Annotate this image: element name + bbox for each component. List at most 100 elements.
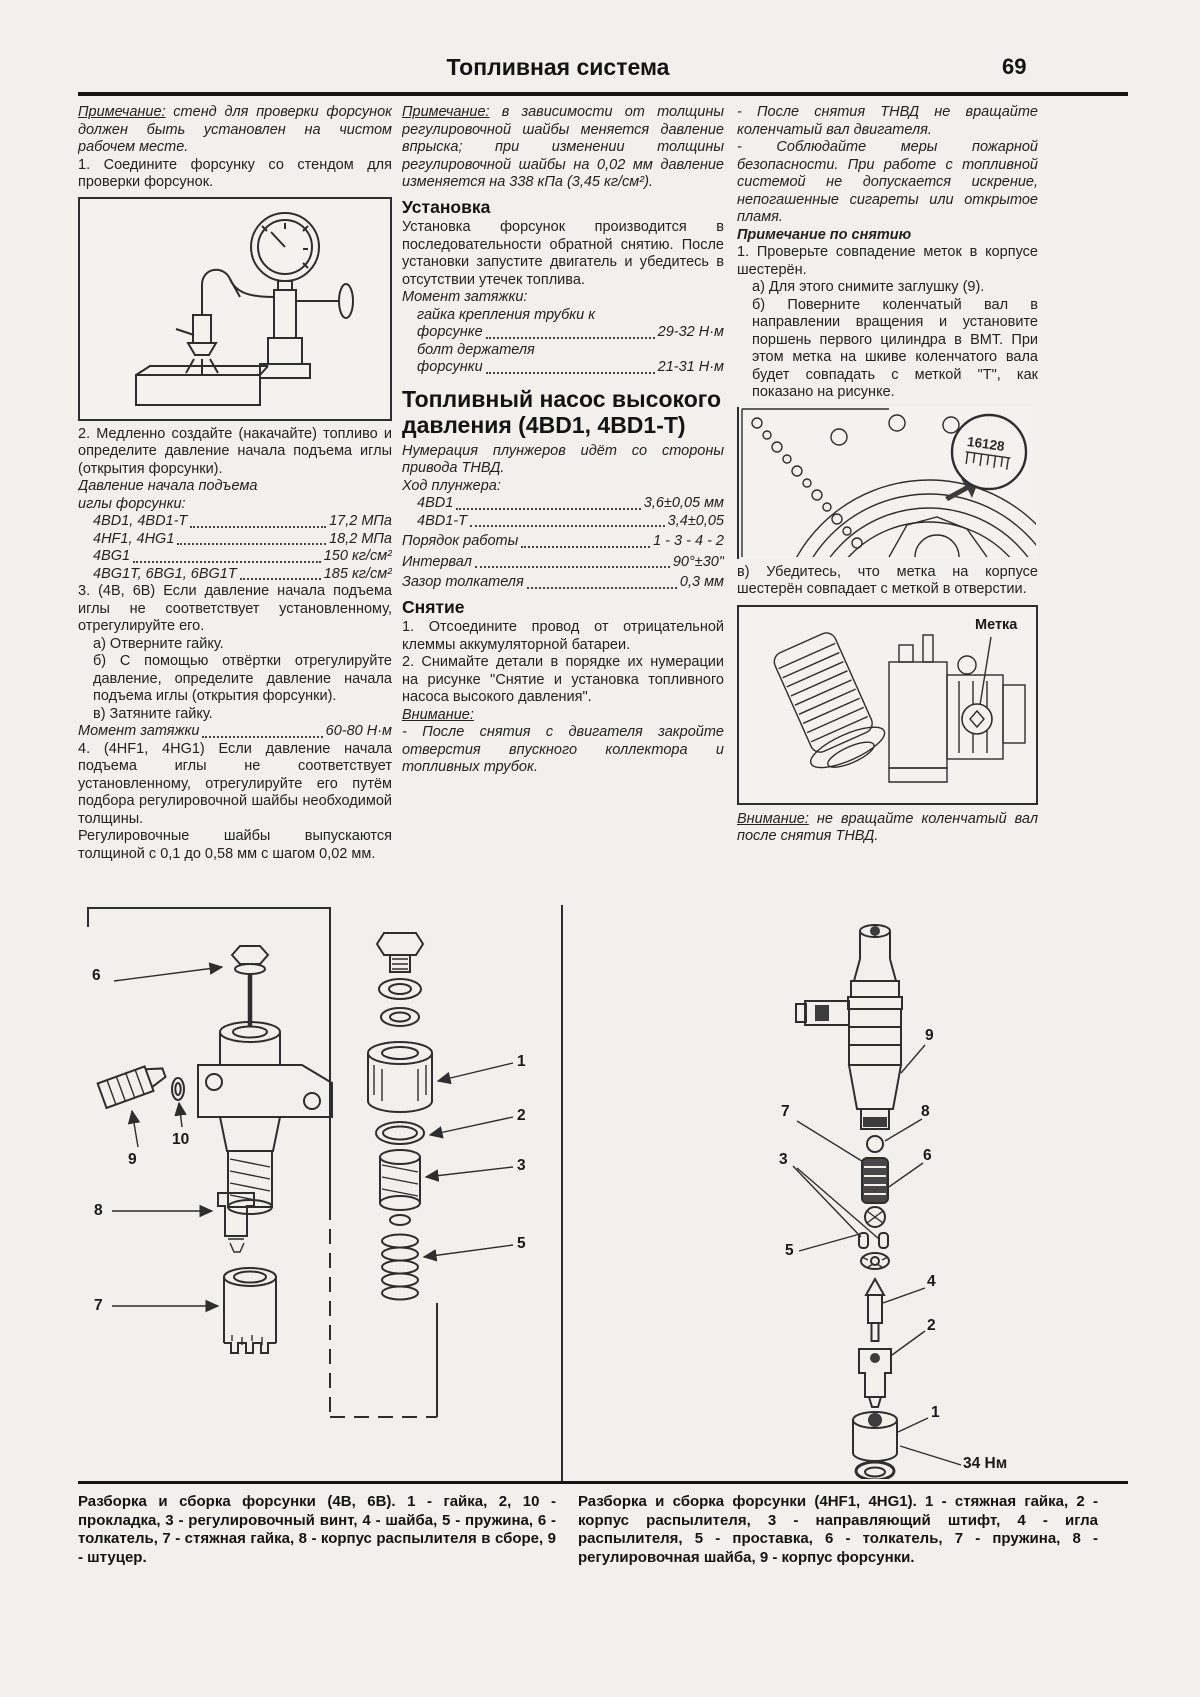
dot-leader — [456, 507, 641, 510]
heading-install: Установка — [402, 196, 491, 217]
heading-removal: Снятие — [402, 596, 465, 617]
dot-leader — [202, 735, 323, 738]
note-text: в зависимости от толщины регулировочной … — [402, 104, 724, 190]
attention-paragraph: Внимание: не вращайте коленчатый вал пос… — [737, 810, 1038, 845]
diagram-divider — [561, 905, 563, 1481]
note-label: Примечание: — [402, 104, 490, 120]
part-label-9: 9 — [128, 1151, 137, 1168]
torque-line-2: болт держателя — [417, 341, 535, 358]
step-3b: б) С помощью отвёртки отрегулируйте давл… — [93, 653, 392, 704]
mark-label: Метка — [975, 617, 1018, 633]
part-label-10: 10 — [172, 1131, 190, 1148]
dot-leader — [177, 543, 327, 545]
right-column: - После снятия ТНВД не вращайте коленчат… — [737, 104, 1038, 905]
exploded-diagram-4b-6b: 6 10 9 8 7 1 2 3 5 — [80, 905, 558, 1479]
step-1: 1. Соедините форсунку со стендом для про… — [78, 156, 392, 191]
figure-injector-tester — [78, 196, 392, 421]
step-3c: в) Затяните гайку. — [93, 705, 213, 722]
removal-note-heading: Примечание по снятию — [737, 226, 912, 243]
note-label: Примечание: — [78, 104, 166, 120]
step-4: 4. (4HF1, 4HG1) Если давление начала под… — [78, 740, 392, 827]
part-label-3: 3 — [779, 1151, 788, 1168]
exploded-4hf1-drawing — [792, 924, 962, 1479]
dot-leader — [474, 566, 670, 568]
substep-a: а) Для этого снимите заглушку (9). — [752, 279, 985, 295]
part-label-5: 5 — [785, 1242, 794, 1259]
warning-1: - После снятия ТНВД не вращайте коленчат… — [737, 104, 1038, 138]
timing-scale-text: 16128 — [966, 433, 1006, 453]
figure-injection-pump: Метка — [737, 604, 1038, 805]
part-label-2: 2 — [517, 1107, 526, 1124]
dot-leader — [469, 525, 665, 527]
removal-step-2: 2. Снимайте детали в порядке их нумераци… — [402, 654, 724, 705]
middle-column: Примечание: в зависимости от толщины рег… — [402, 104, 724, 905]
part-label-7: 7 — [94, 1297, 103, 1314]
substep-b: б) Поверните коленчатый вал в направлени… — [752, 296, 1038, 401]
warning-2: - Соблюдайте меры пожарной безопасности.… — [737, 139, 1038, 225]
caption-4hf1-4hg1: Разборка и сборка форсунки (4HF1, 4HG1).… — [578, 1493, 1098, 1566]
dot-leader — [133, 560, 321, 563]
part-label-4: 4 — [927, 1273, 936, 1290]
caption-4b-6b: Разборка и сборка форсунки (4B, 6B). 1 -… — [78, 1493, 556, 1566]
part-label-6: 6 — [92, 967, 101, 984]
check-marks-step: 1. Проверьте совпадение меток в корпусе … — [737, 244, 1038, 278]
dot-leader — [521, 545, 651, 548]
step-2: 2. Медленно создайте (накачайте) топливо… — [78, 425, 392, 477]
exploded-4b-drawing — [87, 907, 514, 1418]
note-paragraph: Примечание: стенд для проверки форсунок … — [78, 104, 392, 157]
figure-crank-pulley: 16128 — [737, 406, 1038, 559]
step-3: 3. (4B, 6B) Если давление начала подъема… — [78, 583, 392, 634]
part-label-8: 8 — [921, 1103, 930, 1120]
part-label-9: 9 — [925, 1027, 934, 1044]
bottom-rule — [78, 1481, 1128, 1484]
part-label-7: 7 — [781, 1103, 790, 1120]
attention-item: - После снятия с двигателя закройте отве… — [402, 724, 724, 775]
part-label-5: 5 — [517, 1235, 526, 1252]
shims-note: Регулировочные шайбы выпускаются толщино… — [78, 828, 392, 862]
part-label-1: 1 — [517, 1053, 526, 1070]
header-rule — [78, 92, 1128, 96]
dot-leader — [485, 371, 655, 374]
note-text: стенд для проверки форсунок должен быть … — [78, 104, 392, 155]
heading-fuel-pump: Топливный насос высокого давления (4BD1,… — [402, 385, 722, 439]
pressure-title-2: иглы форсунки: — [78, 495, 186, 512]
left-column: Примечание: стенд для проверки форсунок … — [78, 104, 392, 905]
pump-note: Нумерация плунжеров идёт со стороны прив… — [402, 442, 724, 477]
removal-step-1: 1. Отсоедините провод от отрицательной к… — [402, 619, 724, 653]
note-paragraph: Примечание: в зависимости от толщины рег… — [402, 104, 724, 192]
part-label-6: 6 — [923, 1147, 932, 1164]
injection-pump-drawing: Метка — [773, 617, 1026, 783]
page-number: 69 — [1002, 54, 1027, 79]
dot-leader — [485, 336, 655, 339]
exploded-diagram-4hf1-4hg1: 9 7 8 3 6 5 4 2 1 34 Нм — [565, 905, 1098, 1479]
plunger-title: Ход плунжера: — [402, 477, 501, 494]
attention-label: Внимание: — [402, 706, 474, 723]
dot-leader — [239, 578, 321, 580]
pressure-title-1: Давление начала подъема — [78, 478, 258, 494]
torque-label: 34 Нм — [963, 1455, 1008, 1472]
dot-leader — [190, 525, 327, 528]
crank-pulley-drawing: 16128 — [741, 407, 1036, 557]
injector-tester-drawing — [135, 211, 354, 406]
step-3a: а) Отверните гайку. — [93, 635, 224, 652]
page-title: Топливная система — [446, 54, 670, 80]
part-label-2: 2 — [927, 1317, 936, 1334]
install-text: Установка форсунок производится в послед… — [402, 219, 724, 288]
substep-v: в) Убедитесь, что метка на корпусе шесте… — [737, 563, 1038, 598]
part-label-3: 3 — [517, 1157, 526, 1174]
part-label-1: 1 — [931, 1404, 940, 1421]
magnifier-detail: 16128 — [950, 413, 1028, 490]
